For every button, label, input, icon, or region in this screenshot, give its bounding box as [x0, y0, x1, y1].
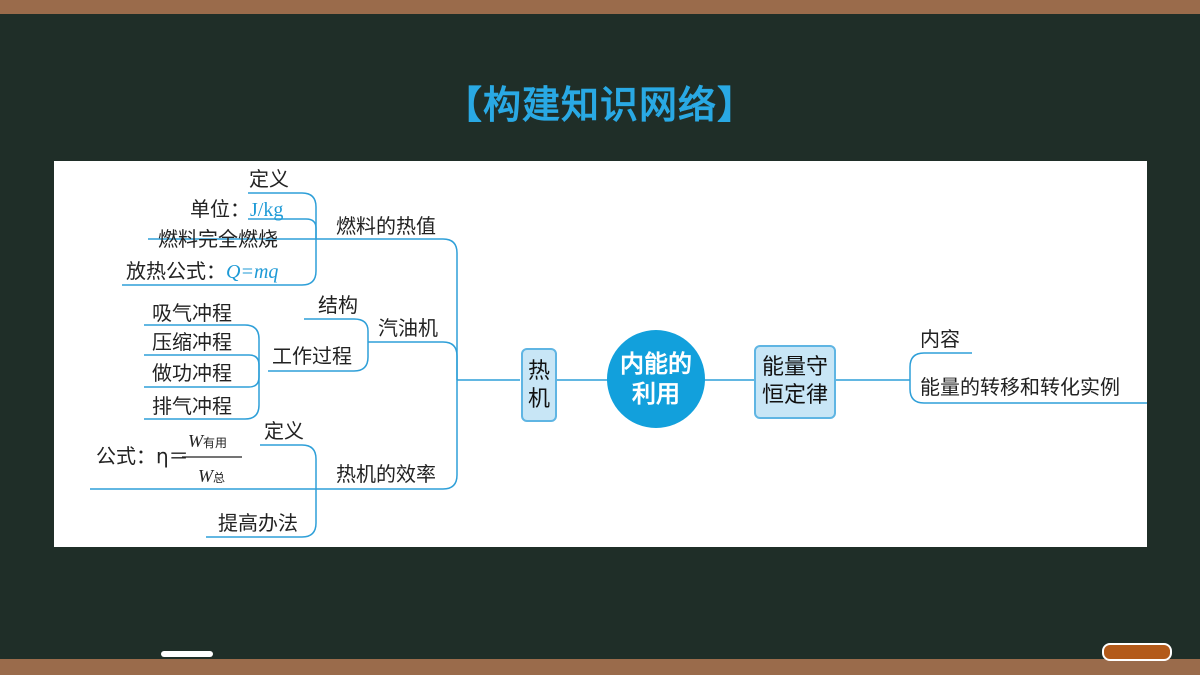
conservation-examples: 能量的转移和转化实例 — [920, 375, 1120, 399]
engine-structure: 结构 — [318, 293, 358, 317]
fuel-unit: 单位：J/kg — [190, 197, 283, 222]
fuel-heat-formula-value: Q=mq — [226, 261, 279, 283]
connector-examples — [909, 380, 1147, 404]
connector-fuel-unit — [248, 218, 317, 239]
connector-gasoline-engine — [368, 341, 458, 380]
center-line1: 内能的 — [620, 350, 692, 378]
connector-content — [909, 352, 972, 380]
fuel-heat-formula-label: 放热公式： — [126, 259, 226, 283]
connector-stroke-2 — [144, 354, 260, 371]
formula-numerator: W有用 — [188, 431, 227, 452]
title-left-bracket: 【 — [443, 83, 483, 127]
connector-working-process — [268, 342, 369, 372]
heat-engine-line2: 机 — [527, 387, 550, 412]
eraser — [1102, 643, 1172, 661]
page-title: 【构建知识网络】 — [0, 74, 1200, 129]
connector-fuel-definition — [248, 192, 317, 239]
stroke-intake: 吸气冲程 — [152, 301, 232, 325]
working-process: 工作过程 — [272, 344, 352, 368]
center-line2: 利用 — [632, 380, 680, 408]
mind-map-panel: 定义 单位：J/kg 燃料完全燃烧 放热公式：Q=mq 燃料的热值 结构 汽油机… — [54, 161, 1147, 547]
fuel-value-label: 燃料的热值 — [336, 214, 436, 238]
connector-stroke-1 — [144, 324, 260, 371]
denominator-w: W — [198, 466, 213, 486]
title-right-bracket: 】 — [717, 83, 757, 127]
efficiency-improve: 提高办法 — [218, 511, 298, 535]
fuel-heat-formula: 放热公式：Q=mq — [126, 259, 278, 284]
numerator-sub: 有用 — [203, 436, 228, 450]
efficiency-label: 热机的效率 — [336, 462, 436, 486]
connector-structure — [304, 318, 369, 342]
efficiency-definition: 定义 — [264, 419, 304, 443]
numerator-w: W — [188, 431, 203, 451]
stroke-exhaust: 排气冲程 — [152, 394, 232, 418]
conservation-content: 内容 — [920, 327, 960, 351]
connector-stroke-4 — [144, 371, 260, 420]
fuel-definition: 定义 — [249, 167, 289, 191]
energy-conservation-box: 能量守 恒定律 — [754, 345, 836, 419]
conservation-line1: 能量守 — [761, 355, 828, 380]
connector-eff-improve — [206, 489, 317, 538]
connector-efficiency — [316, 380, 458, 490]
fuel-unit-value: J/kg — [250, 199, 284, 221]
formula-denominator: W总 — [198, 466, 225, 487]
fuel-unit-label: 单位： — [190, 197, 250, 221]
heat-engine-box: 热 机 — [521, 348, 557, 422]
heat-engine-line1: 热 — [527, 359, 550, 384]
stroke-compression: 压缩冲程 — [152, 330, 232, 354]
mind-map-connectors — [90, 192, 1147, 538]
title-text: 构建知识网络 — [482, 83, 717, 127]
stroke-power: 做功冲程 — [152, 361, 232, 385]
connector-eff-definition — [260, 444, 317, 489]
efficiency-formula-label: 公式：η＝ — [96, 444, 189, 468]
denominator-sub: 总 — [213, 471, 226, 485]
gasoline-engine-label: 汽油机 — [378, 316, 438, 340]
conservation-line2: 恒定律 — [761, 383, 828, 408]
connector-fuel-formula — [122, 239, 317, 286]
chalk-piece — [161, 651, 213, 657]
fuel-complete-combustion: 燃料完全燃烧 — [158, 227, 278, 251]
center-topic: 内能的 利用 — [607, 330, 705, 428]
